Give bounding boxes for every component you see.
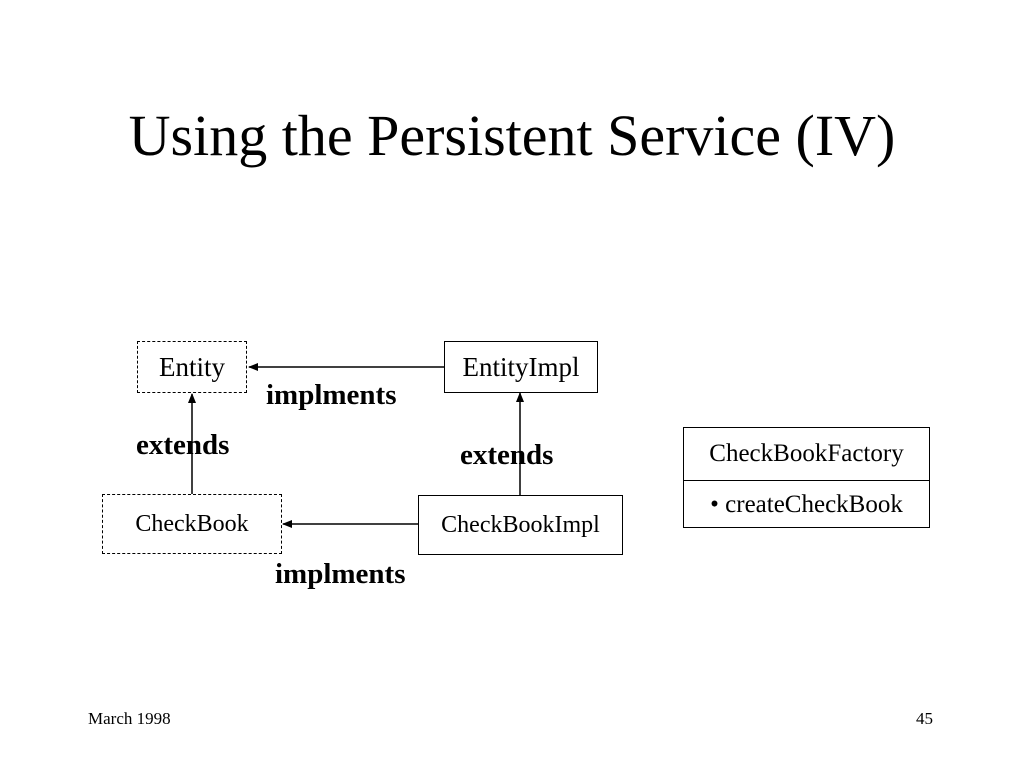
node-checkbook-impl-label: CheckBookImpl <box>441 511 600 538</box>
footer-date: March 1998 <box>88 709 171 728</box>
node-entity-impl-label: EntityImpl <box>462 351 580 382</box>
node-checkbook-impl: CheckBookImpl <box>418 495 623 555</box>
node-entity-impl: EntityImpl <box>444 341 598 393</box>
edge-label-checkbook-to-entity: extends <box>136 429 230 461</box>
node-checkbook-factory: CheckBookFactory • createCheckBook <box>683 427 930 528</box>
factory-method: • createCheckBook <box>710 490 903 518</box>
edge-label-checkbook-impl-to-entity-impl: extends <box>460 439 554 471</box>
node-entity: Entity <box>137 341 247 393</box>
node-checkbook-label: CheckBook <box>135 510 249 537</box>
factory-name: CheckBookFactory <box>684 428 929 481</box>
slide-title: Using the Persistent Service (IV) <box>128 103 896 168</box>
page-number: 45 <box>916 709 933 728</box>
node-checkbook: CheckBook <box>102 494 282 554</box>
node-entity-label: Entity <box>159 351 225 382</box>
edge-label-entity-impl-to-entity: implments <box>266 379 397 411</box>
edge-label-checkbook-impl-to-checkbook: implments <box>275 558 406 590</box>
